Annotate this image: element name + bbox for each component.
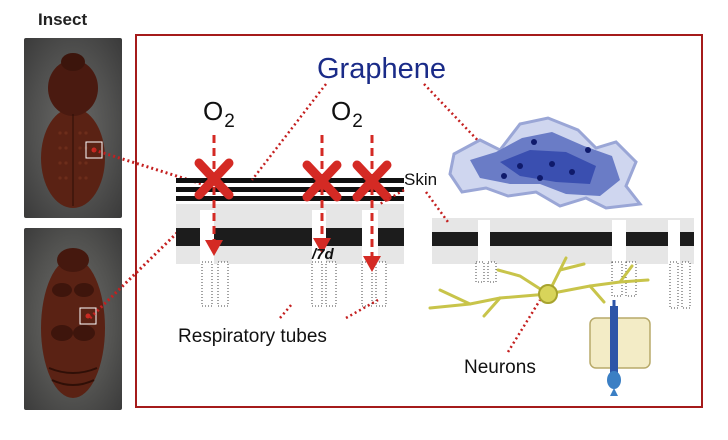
skin-label: Skin (404, 170, 438, 189)
respiratory-tube-3 (311, 261, 323, 307)
skin-cross-section-right (432, 218, 694, 309)
oxygen-label-left: O2 (203, 96, 235, 132)
leader-resp-1 (279, 303, 293, 319)
leader-resp-2 (345, 298, 379, 320)
oxygen-label-right: O2 (331, 96, 363, 132)
blocked-marks (194, 158, 392, 202)
leader-neurons (506, 299, 542, 353)
respiratory-tubes-label: Respiratory tubes (178, 326, 327, 347)
leader-skin-2 (424, 191, 450, 223)
beetle-ventral-icon (41, 248, 105, 398)
respiratory-tube-2 (217, 261, 229, 307)
neurons-label: Neurons (464, 357, 536, 378)
graphene-label: Graphene (317, 53, 446, 85)
arrow-head-2 (313, 238, 331, 254)
graphene-flake (448, 116, 643, 210)
insect-photo-ventral (24, 228, 122, 410)
arrow-head-3 (363, 256, 381, 272)
respiratory-tube-1 (201, 261, 213, 307)
respiratory-tube-6 (375, 261, 387, 307)
respiratory-tube-4 (325, 261, 337, 307)
respiratory-tube-5 (361, 261, 373, 307)
insect-photo-dorsal (24, 38, 122, 218)
arrow-head-1 (205, 240, 223, 256)
zoom-box-top (85, 141, 103, 159)
leader-graphene-2 (423, 83, 486, 149)
connector-bottom (88, 223, 187, 320)
connector-top (93, 148, 203, 186)
diagram-frame (135, 34, 703, 408)
sensillum-icon (589, 300, 651, 396)
beetle-dorsal-icon (41, 53, 105, 208)
insect-label: Insect (38, 10, 88, 29)
leader-graphene-1 (251, 83, 327, 181)
zoom-box-bottom (79, 307, 97, 325)
time-label: /7d (312, 246, 334, 263)
